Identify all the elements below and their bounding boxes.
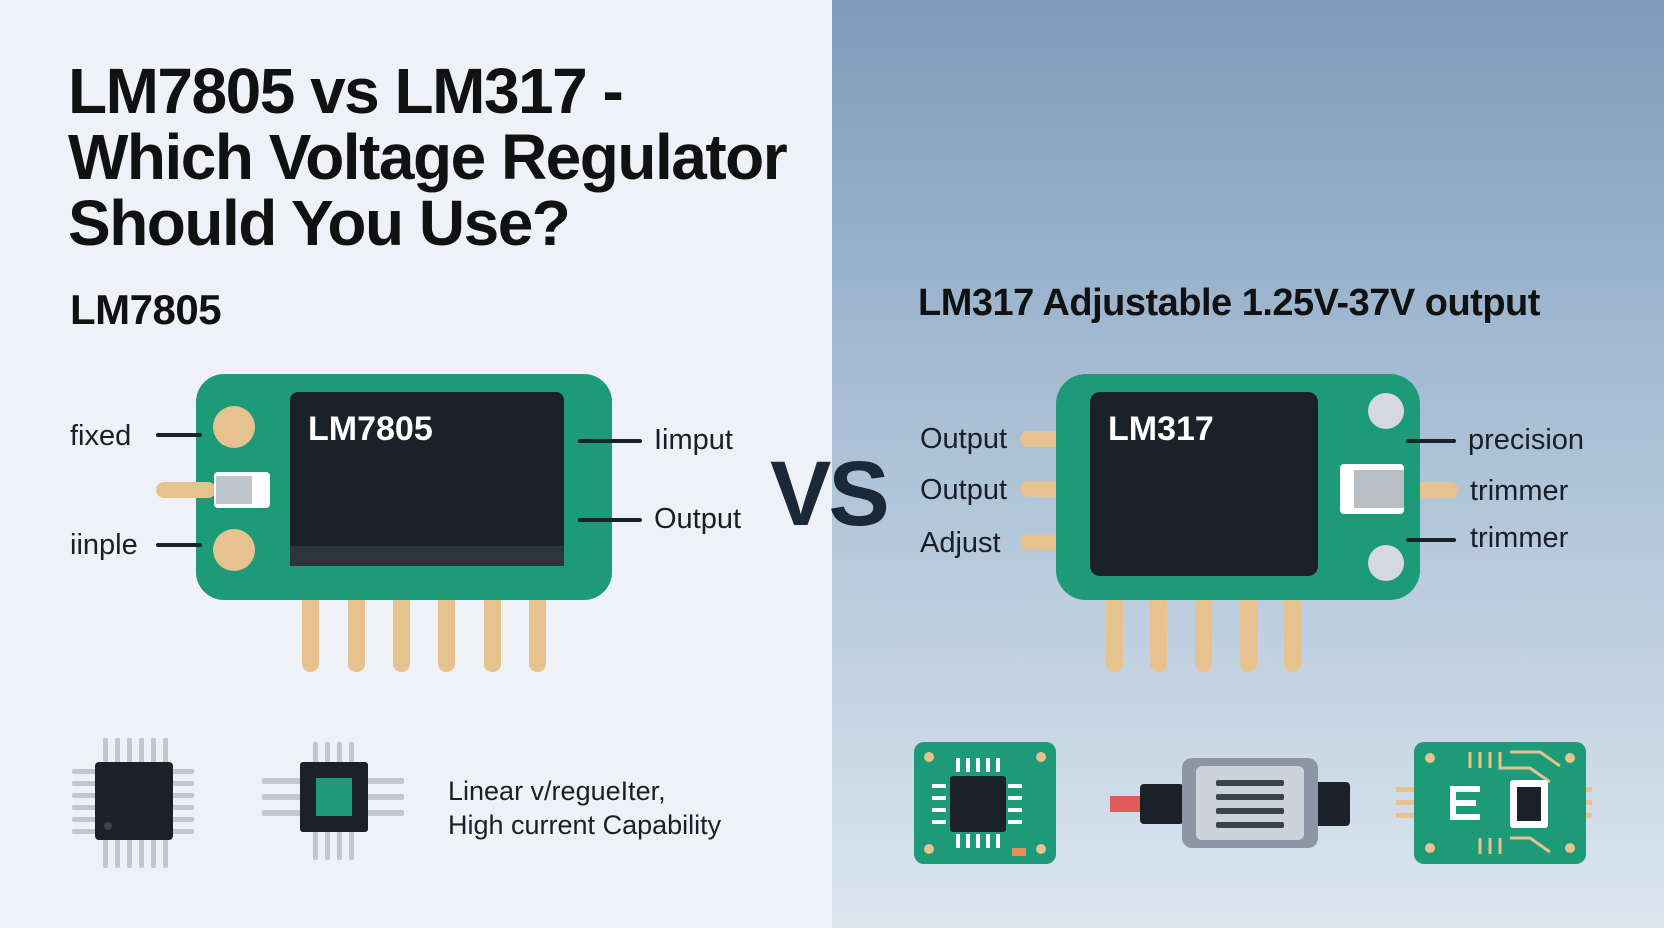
title-line: Which Voltage Regulator — [68, 121, 788, 193]
title-line: LM7805 vs LM317 - — [68, 55, 624, 127]
lm317-heading: LM317 Adjustable 1.25V-37V output — [918, 282, 1540, 324]
qfp-chip-icon — [72, 738, 194, 868]
lm7805-heading: LM7805 — [70, 286, 222, 333]
pad-icon — [213, 529, 255, 571]
label-output: Output — [654, 503, 742, 535]
lm317-module — [1020, 374, 1458, 672]
pad-icon — [1368, 545, 1404, 581]
e-glyph-icon — [1450, 786, 1480, 820]
label-trimmer-1: trimmer — [1470, 475, 1569, 507]
label-fixed: fixed — [70, 420, 132, 452]
label-output-2: Output — [920, 474, 1008, 506]
vs-text: VS — [770, 443, 890, 545]
pcb-chip-board-icon — [914, 742, 1056, 864]
lm7805-caption: Linear v/regueIter, High current Capabil… — [448, 774, 721, 842]
label-adjust: Adjust — [920, 527, 1001, 559]
title-line: Should You Use? — [68, 187, 571, 259]
caption-line: High current Capability — [448, 810, 722, 840]
lm7805-chip — [290, 392, 564, 566]
lm317-chip-label: LM317 — [1108, 410, 1214, 448]
lm7805-chip-label: LM7805 — [308, 410, 433, 448]
label-output-1: Output — [920, 423, 1008, 455]
label-trimmer-2: trimmer — [1470, 522, 1569, 554]
circuit-board-icon — [1396, 742, 1592, 864]
label-precision: precision — [1468, 424, 1585, 456]
lm7805-module — [156, 374, 642, 672]
pad-icon — [213, 406, 255, 448]
lm317-chip — [1090, 392, 1318, 576]
fuse-component-icon — [1110, 758, 1350, 848]
label-input: Iimput — [654, 424, 733, 456]
pad-icon — [1368, 393, 1404, 429]
page-title: LM7805 vs LM317 - Which Voltage Regulato… — [68, 58, 808, 256]
label-iinple: iinple — [70, 529, 138, 561]
caption-line: Linear v/regueIter, — [448, 776, 666, 806]
green-core-chip-icon — [262, 742, 404, 860]
